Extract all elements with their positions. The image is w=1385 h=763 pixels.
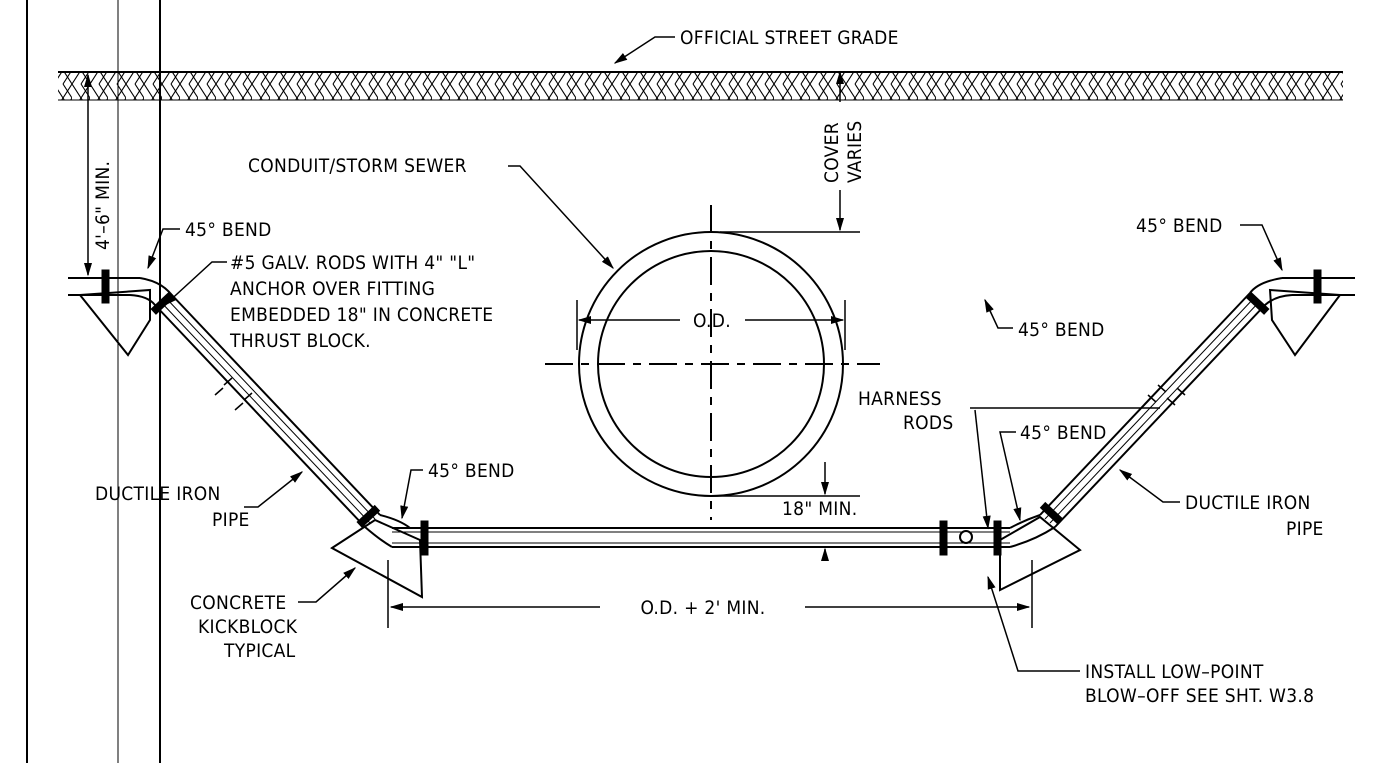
dip-left-label-1: DUCTILE IRON — [95, 483, 221, 505]
rods-label-3: EMBEDDED 18" IN CONCRETE — [230, 304, 493, 326]
blow-off-callout: INSTALL LOW–POINT BLOW–OFF SEE SHT. W3.8 — [987, 575, 1314, 707]
street-grade-label: OFFICIAL STREET GRADE — [680, 27, 899, 49]
conduit-label: CONDUIT/STORM SEWER — [248, 155, 467, 177]
install-label-2: BLOW–OFF SEE SHT. W3.8 — [1085, 685, 1314, 707]
od-plus-dimension: O.D. + 2' MIN. — [387, 560, 1033, 628]
bend-callout-lower-right: 45° BEND — [999, 422, 1107, 522]
min-18-label: 18" MIN. — [782, 498, 857, 520]
right-upper-bend — [1249, 269, 1355, 357]
bend-label-top-right: 45° BEND — [1136, 215, 1223, 237]
varies-label: VARIES — [844, 120, 866, 183]
right-diagonal-pipe — [1009, 291, 1270, 548]
od-plus-label: O.D. + 2' MIN. — [640, 597, 765, 619]
blow-off-icon — [959, 530, 973, 544]
bend-label-lower-right: 45° BEND — [1020, 422, 1107, 444]
rods-label-1: #5 GALV. RODS WITH 4" "L" — [230, 252, 475, 274]
bend-label-top-left: 45° BEND — [185, 219, 272, 241]
bend-callout-lower-left: 45° BEND — [400, 460, 515, 520]
kickblock-label-2: KICKBLOCK — [198, 616, 298, 638]
right-kickblock — [999, 515, 1082, 592]
conduit-callout: CONDUIT/STORM SEWER — [248, 155, 614, 269]
harness-label-2: RODS — [903, 412, 954, 434]
bend-callout-mid-right: 45° BEND — [984, 298, 1105, 341]
dip-callout-left: DUCTILE IRON PIPE — [95, 471, 304, 531]
dip-callout-right: DUCTILE IRON PIPE — [1118, 469, 1324, 540]
left-diagonal-pipe — [150, 291, 411, 548]
harness-callout: HARNESS RODS — [858, 388, 1160, 530]
min-18-dimension: 18" MIN. — [711, 462, 860, 562]
od-dimension: O.D. — [576, 300, 846, 350]
bend-callout-top-left: 45° BEND — [147, 219, 272, 270]
cover-varies-dimension: COVER VARIES — [720, 70, 866, 233]
depth-min-label: 4'–6" MIN. — [92, 161, 114, 250]
left-kickblock — [330, 518, 424, 599]
depth-dimension: 4'–6" MIN. — [83, 73, 114, 277]
ground-surface — [58, 71, 1343, 101]
bend-label-mid-right: 45° BEND — [1018, 319, 1105, 341]
horizontal-pipe — [392, 520, 1010, 556]
dip-right-label-1: DUCTILE IRON — [1185, 492, 1311, 514]
sheet-border — [26, 0, 161, 763]
harness-label-1: HARNESS — [858, 388, 942, 410]
bend-callout-top-right: 45° BEND — [1136, 215, 1283, 272]
storm-sewer-pipe — [545, 205, 880, 520]
rods-label-2: ANCHOR OVER FITTING — [230, 278, 435, 300]
kickblock-callout: CONCRETE KICKBLOCK TYPICAL — [190, 567, 357, 662]
dip-right-label-2: PIPE — [1286, 518, 1324, 540]
dip-left-label-2: PIPE — [212, 509, 250, 531]
install-label-1: INSTALL LOW–POINT — [1085, 661, 1264, 683]
cover-label: COVER — [821, 122, 843, 183]
street-grade-callout: OFFICIAL STREET GRADE — [613, 27, 899, 64]
left-upper-bend — [68, 269, 176, 357]
kickblock-label-3: TYPICAL — [223, 640, 296, 662]
kickblock-label-1: CONCRETE — [190, 592, 286, 614]
rods-callout: #5 GALV. RODS WITH 4" "L" ANCHOR OVER FI… — [164, 252, 493, 352]
rods-label-4: THRUST BLOCK. — [229, 330, 371, 352]
od-label: O.D. — [693, 310, 731, 332]
bend-label-lower-left: 45° BEND — [428, 460, 515, 482]
